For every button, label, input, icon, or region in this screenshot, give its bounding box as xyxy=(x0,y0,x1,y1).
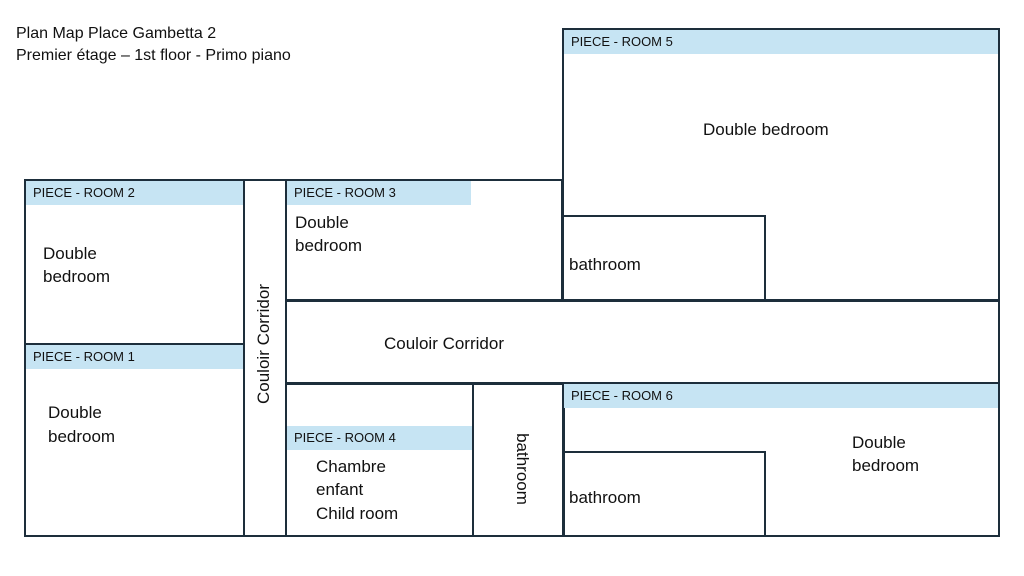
bathroom-vertical xyxy=(472,382,565,537)
plan-subtitle: Premier étage – 1st floor - Primo piano xyxy=(16,47,291,64)
bathroom-lower-label: bathroom xyxy=(569,488,641,507)
room-2-header: PIECE - ROOM 2 xyxy=(26,181,243,205)
room-3-label-line1: Double xyxy=(295,213,349,232)
vertical-corridor-label: Couloir Corridor xyxy=(254,284,273,404)
room-5 xyxy=(562,28,1000,302)
room-3-label-line2: bedroom xyxy=(295,236,363,255)
bathroom-vertical-label: bathroom xyxy=(513,433,532,505)
room-4-label-line2: enfant xyxy=(316,480,364,499)
room-2-label-line1: Double xyxy=(43,244,97,263)
room-6-label-line1: Double xyxy=(852,433,906,452)
room-4-label-line1: Chambre xyxy=(316,457,386,476)
room-4-header: PIECE - ROOM 4 xyxy=(287,426,472,450)
room-1-label-line1: Double xyxy=(48,403,102,422)
room-1-label-line2: bedroom xyxy=(48,427,116,446)
room-6-label-line2: bedroom xyxy=(852,456,920,475)
plan-title: Plan Map Place Gambetta 2 xyxy=(16,25,217,42)
room-5-label: Double bedroom xyxy=(703,120,829,139)
room-1-header: PIECE - ROOM 1 xyxy=(26,345,243,369)
bathroom-lower xyxy=(562,451,766,537)
bathroom-upper xyxy=(562,215,766,302)
room-4-label-line3: Child room xyxy=(316,504,399,523)
room-3-header: PIECE - ROOM 3 xyxy=(287,181,471,205)
horizontal-corridor-label: Couloir Corridor xyxy=(384,334,504,353)
bathroom-upper-label: bathroom xyxy=(569,255,641,274)
room-2-label-line2: bedroom xyxy=(43,267,111,286)
room-6-header: PIECE - ROOM 6 xyxy=(564,384,998,408)
room-5-header: PIECE - ROOM 5 xyxy=(564,30,998,54)
